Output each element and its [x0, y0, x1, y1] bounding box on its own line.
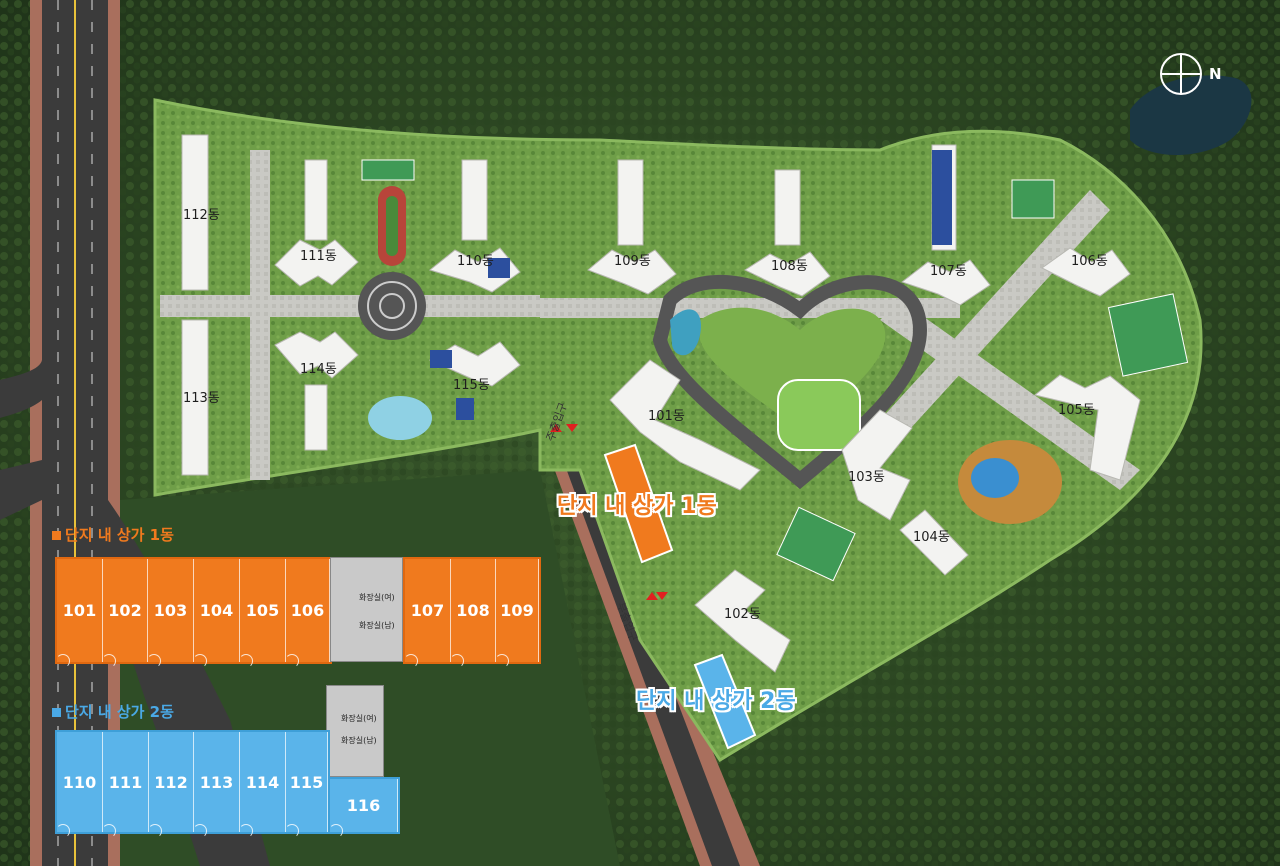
- commercial-1-floorplan-left: 101 102 103 104 105 106: [55, 557, 332, 668]
- legend-square-icon: [52, 531, 61, 540]
- apartment-blocks: [181, 134, 1141, 673]
- rooftop-garden: [777, 379, 861, 451]
- store-unit[interactable]: 102: [102, 559, 148, 668]
- legend-square-icon: [52, 708, 61, 717]
- restroom-men-label: 화장실(남): [341, 736, 377, 745]
- kids-pool: [368, 396, 432, 440]
- building-label-112: 112동: [183, 208, 220, 223]
- commercial-1-restroom-block: 화장실(여) 화장실(남): [330, 557, 403, 662]
- compass-north-label: N: [1209, 65, 1222, 83]
- commercial-1-callout: 단지 내 상가 1동: [557, 494, 717, 519]
- central-loop-path: [652, 274, 928, 490]
- building-label-102: 102동: [724, 607, 761, 622]
- store-unit[interactable]: 113: [193, 732, 240, 838]
- building-label-113: 113동: [183, 391, 220, 406]
- store-unit[interactable]: 114: [239, 732, 286, 838]
- store-unit[interactable]: 111: [102, 732, 149, 838]
- building-label-105: 105동: [1058, 403, 1095, 418]
- commercial-2-floorplan-extra: 116: [328, 777, 400, 838]
- restroom-women-label: 화장실(여): [341, 714, 377, 723]
- building-label-103: 103동: [848, 470, 885, 485]
- store-unit[interactable]: 104: [193, 559, 240, 668]
- store-unit[interactable]: 112: [148, 732, 194, 838]
- store-unit[interactable]: 101: [56, 559, 103, 668]
- building-label-109: 109동: [614, 254, 651, 269]
- building-label-104: 104동: [913, 530, 950, 545]
- store-unit[interactable]: 107: [404, 559, 451, 668]
- store-unit[interactable]: 103: [147, 559, 194, 668]
- restroom-women-label: 화장실(여): [359, 593, 395, 602]
- commercial-1-building: [603, 443, 674, 564]
- store-unit[interactable]: 105: [239, 559, 286, 668]
- building-label-111: 111동: [300, 249, 337, 264]
- store-unit[interactable]: 116: [329, 779, 398, 838]
- store-unit[interactable]: 110: [56, 732, 103, 838]
- circular-plaza-ring: [367, 281, 417, 331]
- building-label-114: 114동: [300, 362, 337, 377]
- restroom-men-label: 화장실(남): [359, 621, 395, 630]
- internal-path: [880, 300, 1140, 490]
- commercial-2-callout: 단지 내 상가 2동: [636, 689, 796, 714]
- internal-path: [880, 190, 1110, 440]
- store-unit[interactable]: 109: [495, 559, 539, 668]
- building-label-115: 115동: [453, 378, 490, 393]
- building-label-107: 107동: [930, 264, 967, 279]
- commercial-2-building: [693, 653, 757, 750]
- store-unit[interactable]: 106: [285, 559, 330, 668]
- tennis-court-north: [361, 159, 415, 181]
- circular-plaza-ring: [379, 293, 405, 319]
- store-unit[interactable]: 108: [450, 559, 496, 668]
- track-infield: [386, 196, 398, 256]
- compass-icon: [1160, 53, 1202, 95]
- side-gate-marker: [646, 592, 668, 600]
- branch-road: [0, 360, 42, 418]
- building-label-108: 108동: [771, 259, 808, 274]
- legend-commercial-1-title: 단지 내 상가 1동: [52, 524, 174, 545]
- legend-commercial-2-title: 단지 내 상가 2동: [52, 701, 174, 722]
- commercial-2-restroom-block: 화장실(여) 화장실(남): [326, 685, 384, 777]
- splash-pad: [971, 458, 1019, 498]
- commercial-1-floorplan-right: 107 108 109: [403, 557, 541, 668]
- building-label-110: 110동: [457, 254, 494, 269]
- building-label-106: 106동: [1071, 254, 1108, 269]
- building-label-101: 101동: [648, 409, 685, 424]
- solar-panels: [430, 150, 952, 420]
- commercial-2-floorplan: 110 111 112 113 114 115: [55, 730, 330, 838]
- soccer-field: [1107, 293, 1189, 377]
- branch-road: [0, 460, 42, 520]
- store-unit[interactable]: 115: [285, 732, 328, 838]
- internal-path: [160, 295, 540, 317]
- tennis-court: [776, 506, 856, 582]
- main-gate-marker: [550, 424, 578, 432]
- water-feature: [670, 309, 701, 356]
- sports-court: [1011, 179, 1055, 219]
- pond: [1130, 75, 1252, 155]
